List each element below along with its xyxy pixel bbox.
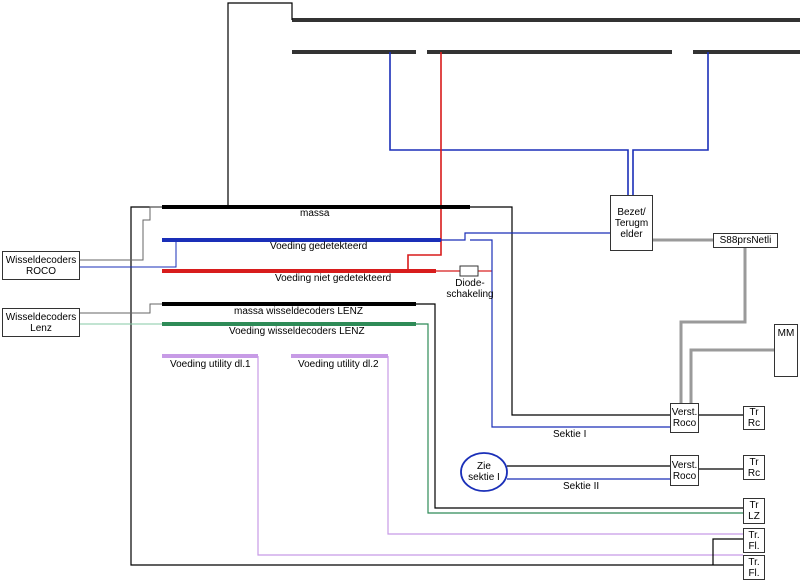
lenz-black-wire [80, 303, 162, 314]
roco-black-wire [80, 206, 162, 261]
tr-lz-box: Tr LZ [743, 498, 765, 524]
sektie2-label: Sektie II [563, 481, 600, 492]
utility2-label: Voeding utility dl.2 [298, 359, 379, 370]
utility1-label: Voeding utility dl.1 [170, 359, 251, 370]
voeding-lenz-to-trlz [416, 323, 743, 514]
s88-box: S88prsNetli [713, 233, 778, 248]
voeding-gedetekteerd-label: Voeding gedetekteerd [270, 241, 368, 252]
bezet-terugmelder-box: Bezet/ Terugm elder [610, 195, 653, 251]
lenz-decoders-box: Wisseldecoders Lenz [2, 308, 80, 337]
zie-sektie-label: Zie sektie I [468, 461, 500, 483]
utility2-to-trfl [387, 356, 743, 535]
enclosure-right-wire [470, 206, 670, 416]
diode-label: Diode- schakeling [446, 278, 494, 300]
massa-lenz-to-trlz [416, 303, 743, 509]
mm-label: MM [777, 328, 795, 339]
utility1-to-trfl [257, 356, 743, 556]
s88-to-verst [679, 247, 747, 403]
tr-rc-box-2: Tr Rc [743, 455, 765, 480]
voeding-lenz-label: Voeding wisseldecoders LENZ [229, 326, 365, 337]
massa-lenz-label: massa wisseldecoders LENZ [234, 306, 363, 317]
sektie1-wire [470, 239, 670, 428]
voeding-niet-gedetekteerd-label: Voeding niet gedetekteerd [275, 273, 392, 284]
blue-to-bezet [441, 232, 610, 241]
tr-rc-box-1: Tr Rc [743, 406, 765, 430]
zie-sektie-ellipse [460, 452, 508, 492]
tr-fl-box-1: Tr. Fl. [743, 528, 765, 553]
mm-box: MM [774, 324, 798, 377]
tr-fl-box-2: Tr. Fl. [743, 555, 765, 580]
roco-blue-wire [80, 240, 177, 268]
red-feed-wire [407, 52, 442, 271]
mm-to-verst [689, 348, 779, 403]
detect-wire-right [632, 52, 709, 195]
main-enclosure [130, 206, 743, 566]
verst-roco-box-2: Verst. Roco [670, 455, 699, 486]
massa-label: massa [300, 208, 330, 219]
diode-symbol [459, 265, 479, 277]
trfl-link-wire [712, 538, 743, 565]
massa-feed-wire [227, 2, 293, 207]
detect-wire-left [389, 52, 629, 195]
verst-roco-box-1: Verst. Roco [670, 403, 699, 433]
roco-decoders-box: Wisseldecoders ROCO [2, 251, 80, 280]
sektie1-label: Sektie I [553, 429, 587, 440]
